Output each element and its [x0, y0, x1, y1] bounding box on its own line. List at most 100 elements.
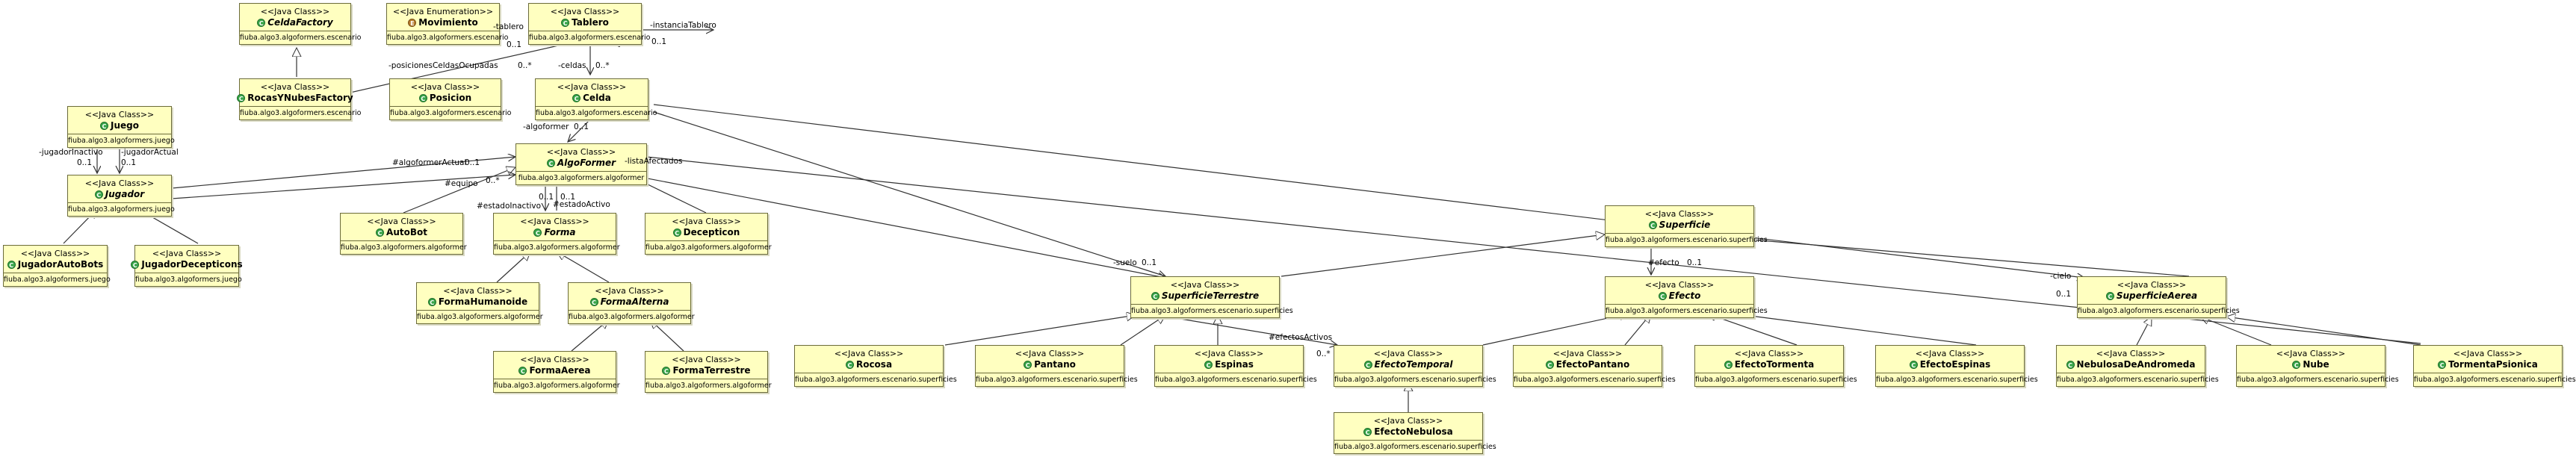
assoc-jugador-equipo	[171, 175, 515, 199]
class-icon	[2292, 360, 2301, 372]
class-formaalterna[interactable]: <<Java Class>> FormaAlterna fiuba.algo3.…	[568, 282, 695, 324]
class-name: TormentaPsionica	[2448, 359, 2538, 370]
class-posicion[interactable]: <<Java Class>> Posicion fiuba.algo3.algo…	[389, 78, 511, 120]
class-espinas[interactable]: <<Java Class>> Espinas fiuba.algo3.algof…	[1154, 345, 1317, 387]
gen-efectoespinas-efecto	[1733, 314, 1977, 346]
package-name: fiuba.algo3.algoformers.algoformer	[494, 240, 620, 254]
stereotype: <<Java Class>>	[1373, 349, 1443, 358]
class-autobot[interactable]: <<Java Class>> AutoBot fiuba.algo3.algof…	[340, 213, 467, 255]
class-name: Celda	[583, 93, 611, 103]
package-name: fiuba.algo3.algoformers.escenario.superf…	[2414, 373, 2576, 386]
gen-rocosa-superficieterrestre	[944, 315, 1136, 346]
gen-formahumanoide-forma	[496, 252, 530, 283]
stereotype: <<Java Class>>	[2276, 349, 2346, 358]
class-pantano[interactable]: <<Java Class>> Pantano fiuba.algo3.algof…	[975, 345, 1138, 387]
stereotype: <<Java Class>>	[1170, 280, 1240, 290]
label-celdas: -celdas	[558, 61, 586, 70]
class-forma[interactable]: <<Java Class>> Forma fiuba.algo3.algofor…	[493, 213, 620, 255]
class-movimiento[interactable]: <<Java Enumeration>> Movimiento fiuba.al…	[386, 3, 508, 45]
class-superficieaerea[interactable]: <<Java Class>> SuperficieAerea fiuba.alg…	[2077, 276, 2240, 318]
label-jugador-actual-mult: 0..1	[121, 158, 137, 167]
class-name: EfectoPantano	[1555, 359, 1630, 370]
class-icon	[1204, 360, 1213, 372]
class-name: EfectoTemporal	[1374, 359, 1453, 370]
class-efecto[interactable]: <<Java Class>> Efecto fiuba.algo3.algofo…	[1605, 276, 1768, 318]
package-name: fiuba.algo3.algoformers.juego	[68, 202, 175, 216]
class-name: Efecto	[1668, 290, 1701, 301]
stereotype: <<Java Class>>	[1373, 416, 1443, 426]
gen-pantano-superficieterrestre	[1120, 315, 1165, 346]
package-name: fiuba.algo3.algoformers.escenario.superf…	[1155, 373, 1317, 386]
class-jugadorautobots[interactable]: <<Java Class>> JugadorAutoBots fiuba.alg…	[3, 245, 111, 287]
class-celda[interactable]: <<Java Class>> Celda fiuba.algo3.algofor…	[535, 78, 657, 120]
class-icon	[418, 93, 427, 105]
class-decepticon[interactable]: <<Java Class>> Decepticon fiuba.algo3.al…	[645, 213, 772, 255]
class-icon	[257, 18, 266, 30]
class-tormentapsionica[interactable]: <<Java Class>> TormentaPsionica fiuba.al…	[2413, 345, 2576, 387]
class-jugador[interactable]: <<Java Class>> Jugador fiuba.algo3.algof…	[67, 175, 175, 217]
class-superficieterrestre[interactable]: <<Java Class>> SuperficieTerrestre fiuba…	[1130, 276, 1293, 318]
class-icon	[845, 360, 854, 372]
class-icon	[1724, 360, 1733, 372]
class-efectonebulosa[interactable]: <<Java Class>> EfectoNebulosa fiuba.algo…	[1334, 412, 1496, 454]
gen-efectopantano-efecto	[1624, 314, 1651, 346]
class-efectotemporal[interactable]: <<Java Class>> EfectoTemporal fiuba.algo…	[1334, 345, 1496, 387]
assoc-celda-suelo	[653, 111, 1165, 276]
label-efectos-activos: #efectosActivos	[1269, 333, 1333, 342]
class-icon	[589, 297, 598, 309]
package-name: fiuba.algo3.algoformers.escenario.superf…	[795, 373, 957, 386]
class-efectotormenta[interactable]: <<Java Class>> EfectoTormenta fiuba.algo…	[1694, 345, 1857, 387]
label-instancia-tablero-mult: 0..1	[651, 37, 667, 46]
class-superficie[interactable]: <<Java Class>> Superficie fiuba.algo3.al…	[1605, 205, 1768, 247]
class-name: Espinas	[1215, 359, 1254, 370]
class-icon	[572, 93, 581, 105]
class-name: Jugador	[105, 189, 145, 199]
label-jugador-inactivo: -jugadorInactivo	[39, 148, 103, 157]
class-juego[interactable]: <<Java Class>> Juego fiuba.algo3.algofor…	[67, 106, 175, 148]
gen-autobot-algoformer	[403, 167, 515, 214]
class-icon	[2438, 360, 2447, 372]
enum-icon	[408, 18, 417, 30]
label-tablero-self: -tablero	[493, 22, 524, 31]
class-icon	[237, 93, 246, 105]
class-name: Superficie	[1659, 220, 1711, 230]
package-name: fiuba.algo3.algoformers.escenario	[240, 106, 361, 119]
class-icon	[1024, 360, 1032, 372]
class-nebulosadeandromeda[interactable]: <<Java Class>> NebulosaDeAndromeda fiuba…	[2056, 345, 2219, 387]
stereotype: <<Java Class>>	[84, 178, 155, 188]
class-efectopantano[interactable]: <<Java Class>> EfectoPantano fiuba.algo3…	[1513, 345, 1676, 387]
class-rocosa[interactable]: <<Java Class>> Rocosa fiuba.algo3.algofo…	[794, 345, 957, 387]
class-celdafactory[interactable]: <<Java Class>> CeldaFactory fiuba.algo3.…	[239, 3, 361, 45]
class-rocasynubesfactory[interactable]: <<Java Class>> RocasYNubesFactory fiuba.…	[237, 78, 361, 120]
stereotype: <<Java Enumeration>>	[392, 7, 494, 16]
label-jugador-actual: -jugadorActual	[121, 148, 179, 157]
class-tablero[interactable]: <<Java Class>> Tablero fiuba.algo3.algof…	[528, 3, 650, 45]
package-name: fiuba.algo3.algoformers.escenario	[387, 31, 508, 44]
class-icon	[376, 228, 385, 240]
gen-efectotormenta-efecto	[1707, 314, 1798, 346]
label-posiciones-mult: 0..*	[518, 61, 532, 70]
class-formahumanoide[interactable]: <<Java Class>> FormaHumanoide fiuba.algo…	[416, 282, 543, 324]
label-jugador-inactivo-mult: 0..1	[77, 158, 93, 167]
package-name: fiuba.algo3.algoformers.escenario.superf…	[1514, 373, 1676, 386]
label-efecto: #efecto	[1648, 258, 1679, 267]
class-name: EfectoTormenta	[1734, 359, 1815, 370]
class-formaaerea[interactable]: <<Java Class>> FormaAerea fiuba.algo3.al…	[493, 351, 620, 393]
package-name: fiuba.algo3.algoformers.escenario.superf…	[1606, 304, 1768, 317]
class-nube[interactable]: <<Java Class>> Nube fiuba.algo3.algoform…	[2236, 345, 2399, 387]
gen-formaterrestre-formaalterna	[650, 320, 684, 352]
label-cielo-mult: 0..1	[2056, 290, 2072, 299]
package-name: fiuba.algo3.algoformers.escenario.superf…	[976, 373, 1138, 386]
class-name: JugadorDecepticons	[141, 259, 243, 270]
label-efectos-activos-mult: 0..*	[1316, 349, 1331, 358]
package-name: fiuba.algo3.algoformers.escenario	[390, 106, 511, 119]
class-icon	[1363, 360, 1372, 372]
class-algoformer[interactable]: <<Java Class>> AlgoFormer fiuba.algo3.al…	[515, 143, 647, 185]
package-name: fiuba.algo3.algoformers.juego	[68, 134, 175, 147]
class-jugadordecepticons[interactable]: <<Java Class>> JugadorDecepticons fiuba.…	[131, 245, 243, 287]
class-efectoespinas[interactable]: <<Java Class>> EfectoEspinas fiuba.algo3…	[1875, 345, 2038, 387]
class-name: Posicion	[429, 93, 472, 103]
class-name: Rocosa	[855, 359, 893, 370]
class-formaterrestre[interactable]: <<Java Class>> FormaTerrestre fiuba.algo…	[645, 351, 772, 393]
